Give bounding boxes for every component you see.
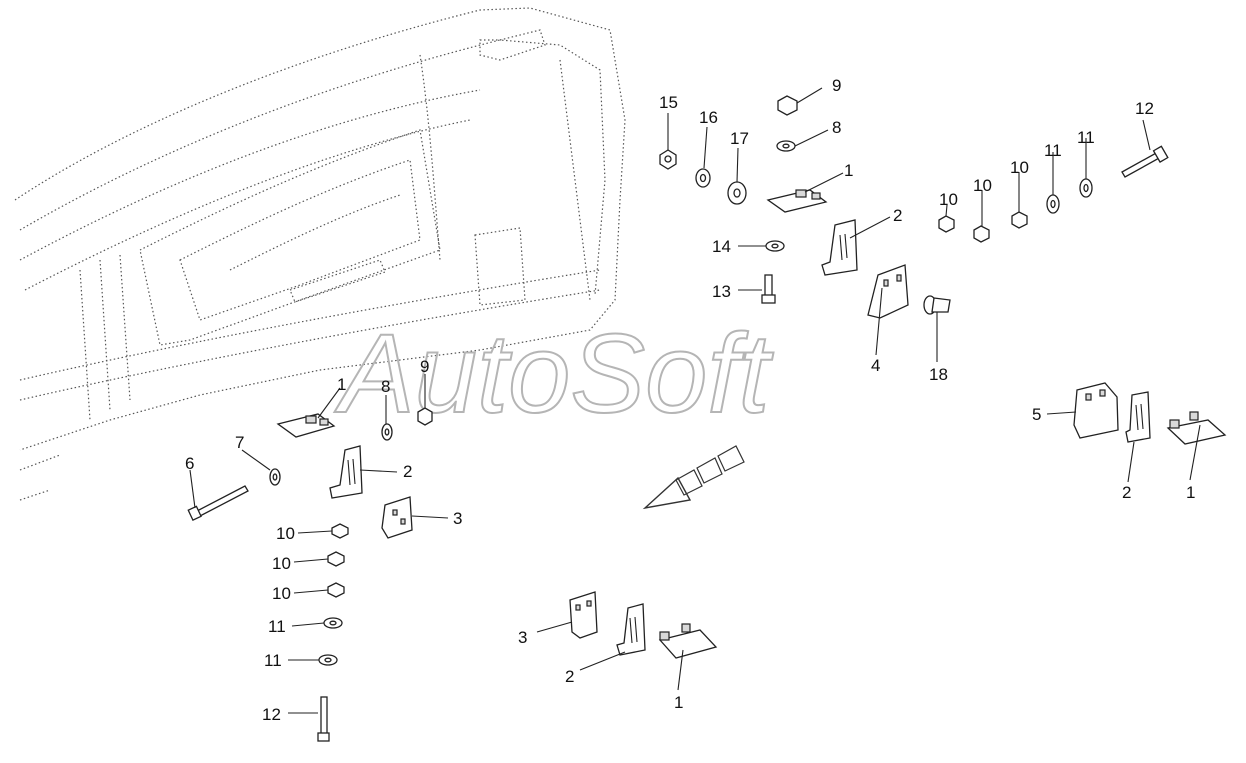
callout-labels: 15 16 17 9 8 1 2 14 13 4 18 12 11 11 10 … [185, 76, 1195, 724]
callout-11: 11 [1077, 128, 1095, 147]
part-bolt-12-left [317, 696, 330, 742]
part-nut-15 [659, 149, 677, 170]
part-bolt-6 [187, 485, 249, 521]
part-washer-8-left [381, 423, 393, 441]
part-nut-9-left [417, 407, 433, 426]
part-washer-16 [695, 168, 711, 188]
part-hinge-1-left [276, 413, 336, 438]
part-nut-10-top-c [1011, 211, 1028, 229]
part-nut-10-top-a [938, 215, 955, 233]
callout-2: 2 [565, 667, 574, 686]
part-nut-10-left-b [327, 551, 345, 567]
callout-14: 14 [712, 237, 731, 256]
callout-2: 2 [403, 462, 412, 481]
part-washer-11-top-a [1046, 194, 1060, 214]
part-washer-14 [765, 240, 785, 252]
part-washer-8-top [776, 140, 796, 152]
callout-1: 1 [337, 375, 346, 394]
callout-12: 12 [262, 705, 281, 724]
callout-11: 11 [1044, 141, 1062, 160]
part-washer-17 [727, 181, 747, 205]
callout-10: 10 [272, 584, 291, 603]
part-plate-3-bottom [569, 591, 598, 639]
callout-15: 15 [659, 93, 678, 112]
callout-7: 7 [235, 433, 244, 452]
part-housing-5 [1073, 382, 1119, 439]
callout-10: 10 [939, 190, 958, 209]
part-bracket-2-right [1125, 391, 1151, 443]
part-bracket-2-bottom [616, 603, 646, 656]
callout-3: 3 [453, 509, 462, 528]
leader-lines [189, 87, 1201, 714]
part-plate-4 [867, 264, 909, 319]
callout-13: 13 [712, 282, 731, 301]
callout-10: 10 [276, 524, 295, 543]
part-bracket-2-left [329, 445, 363, 499]
part-pin-18 [923, 295, 951, 315]
part-washer-7 [269, 468, 281, 486]
callout-1: 1 [674, 693, 683, 712]
callout-2: 2 [1122, 483, 1131, 502]
part-hinge-1-top [766, 189, 828, 213]
part-bolt-13 [761, 274, 776, 304]
callout-16: 16 [699, 108, 718, 127]
callout-6: 6 [185, 454, 194, 473]
callout-17: 17 [730, 129, 749, 148]
callout-12: 12 [1135, 99, 1154, 118]
callout-9: 9 [420, 357, 429, 376]
part-bracket-2-top [821, 219, 858, 276]
callout-18: 18 [929, 365, 948, 384]
callout-11: 11 [264, 651, 282, 670]
part-washer-11-top-b [1079, 178, 1093, 198]
callout-8: 8 [832, 118, 841, 137]
callout-4: 4 [871, 356, 880, 375]
part-nut-10-left-c [327, 582, 345, 598]
callout-11: 11 [268, 617, 286, 636]
part-hinge-1-right [1166, 411, 1227, 445]
callout-10: 10 [1010, 158, 1029, 177]
callout-10: 10 [272, 554, 291, 573]
cab-outline [14, 7, 626, 501]
part-nut-10-left-a [331, 523, 349, 539]
callout-9: 9 [832, 76, 841, 95]
callout-1: 1 [1186, 483, 1195, 502]
callout-1: 1 [844, 161, 853, 180]
callout-10: 10 [973, 176, 992, 195]
callout-5: 5 [1032, 405, 1041, 424]
part-plate-3-left [381, 496, 413, 539]
part-hinge-1-bottom [658, 623, 718, 659]
direction-arrow [642, 445, 745, 510]
callout-8: 8 [381, 377, 390, 396]
part-washer-11-left-b [318, 654, 338, 666]
part-washer-11-left-a [323, 617, 343, 629]
part-nut-10-top-b [973, 225, 990, 243]
callout-3: 3 [518, 628, 527, 647]
watermark-text: AutoSoft [334, 311, 774, 436]
callout-2: 2 [893, 206, 902, 225]
part-bolt-12-top [1121, 145, 1169, 178]
part-nut-9-top [777, 95, 798, 116]
